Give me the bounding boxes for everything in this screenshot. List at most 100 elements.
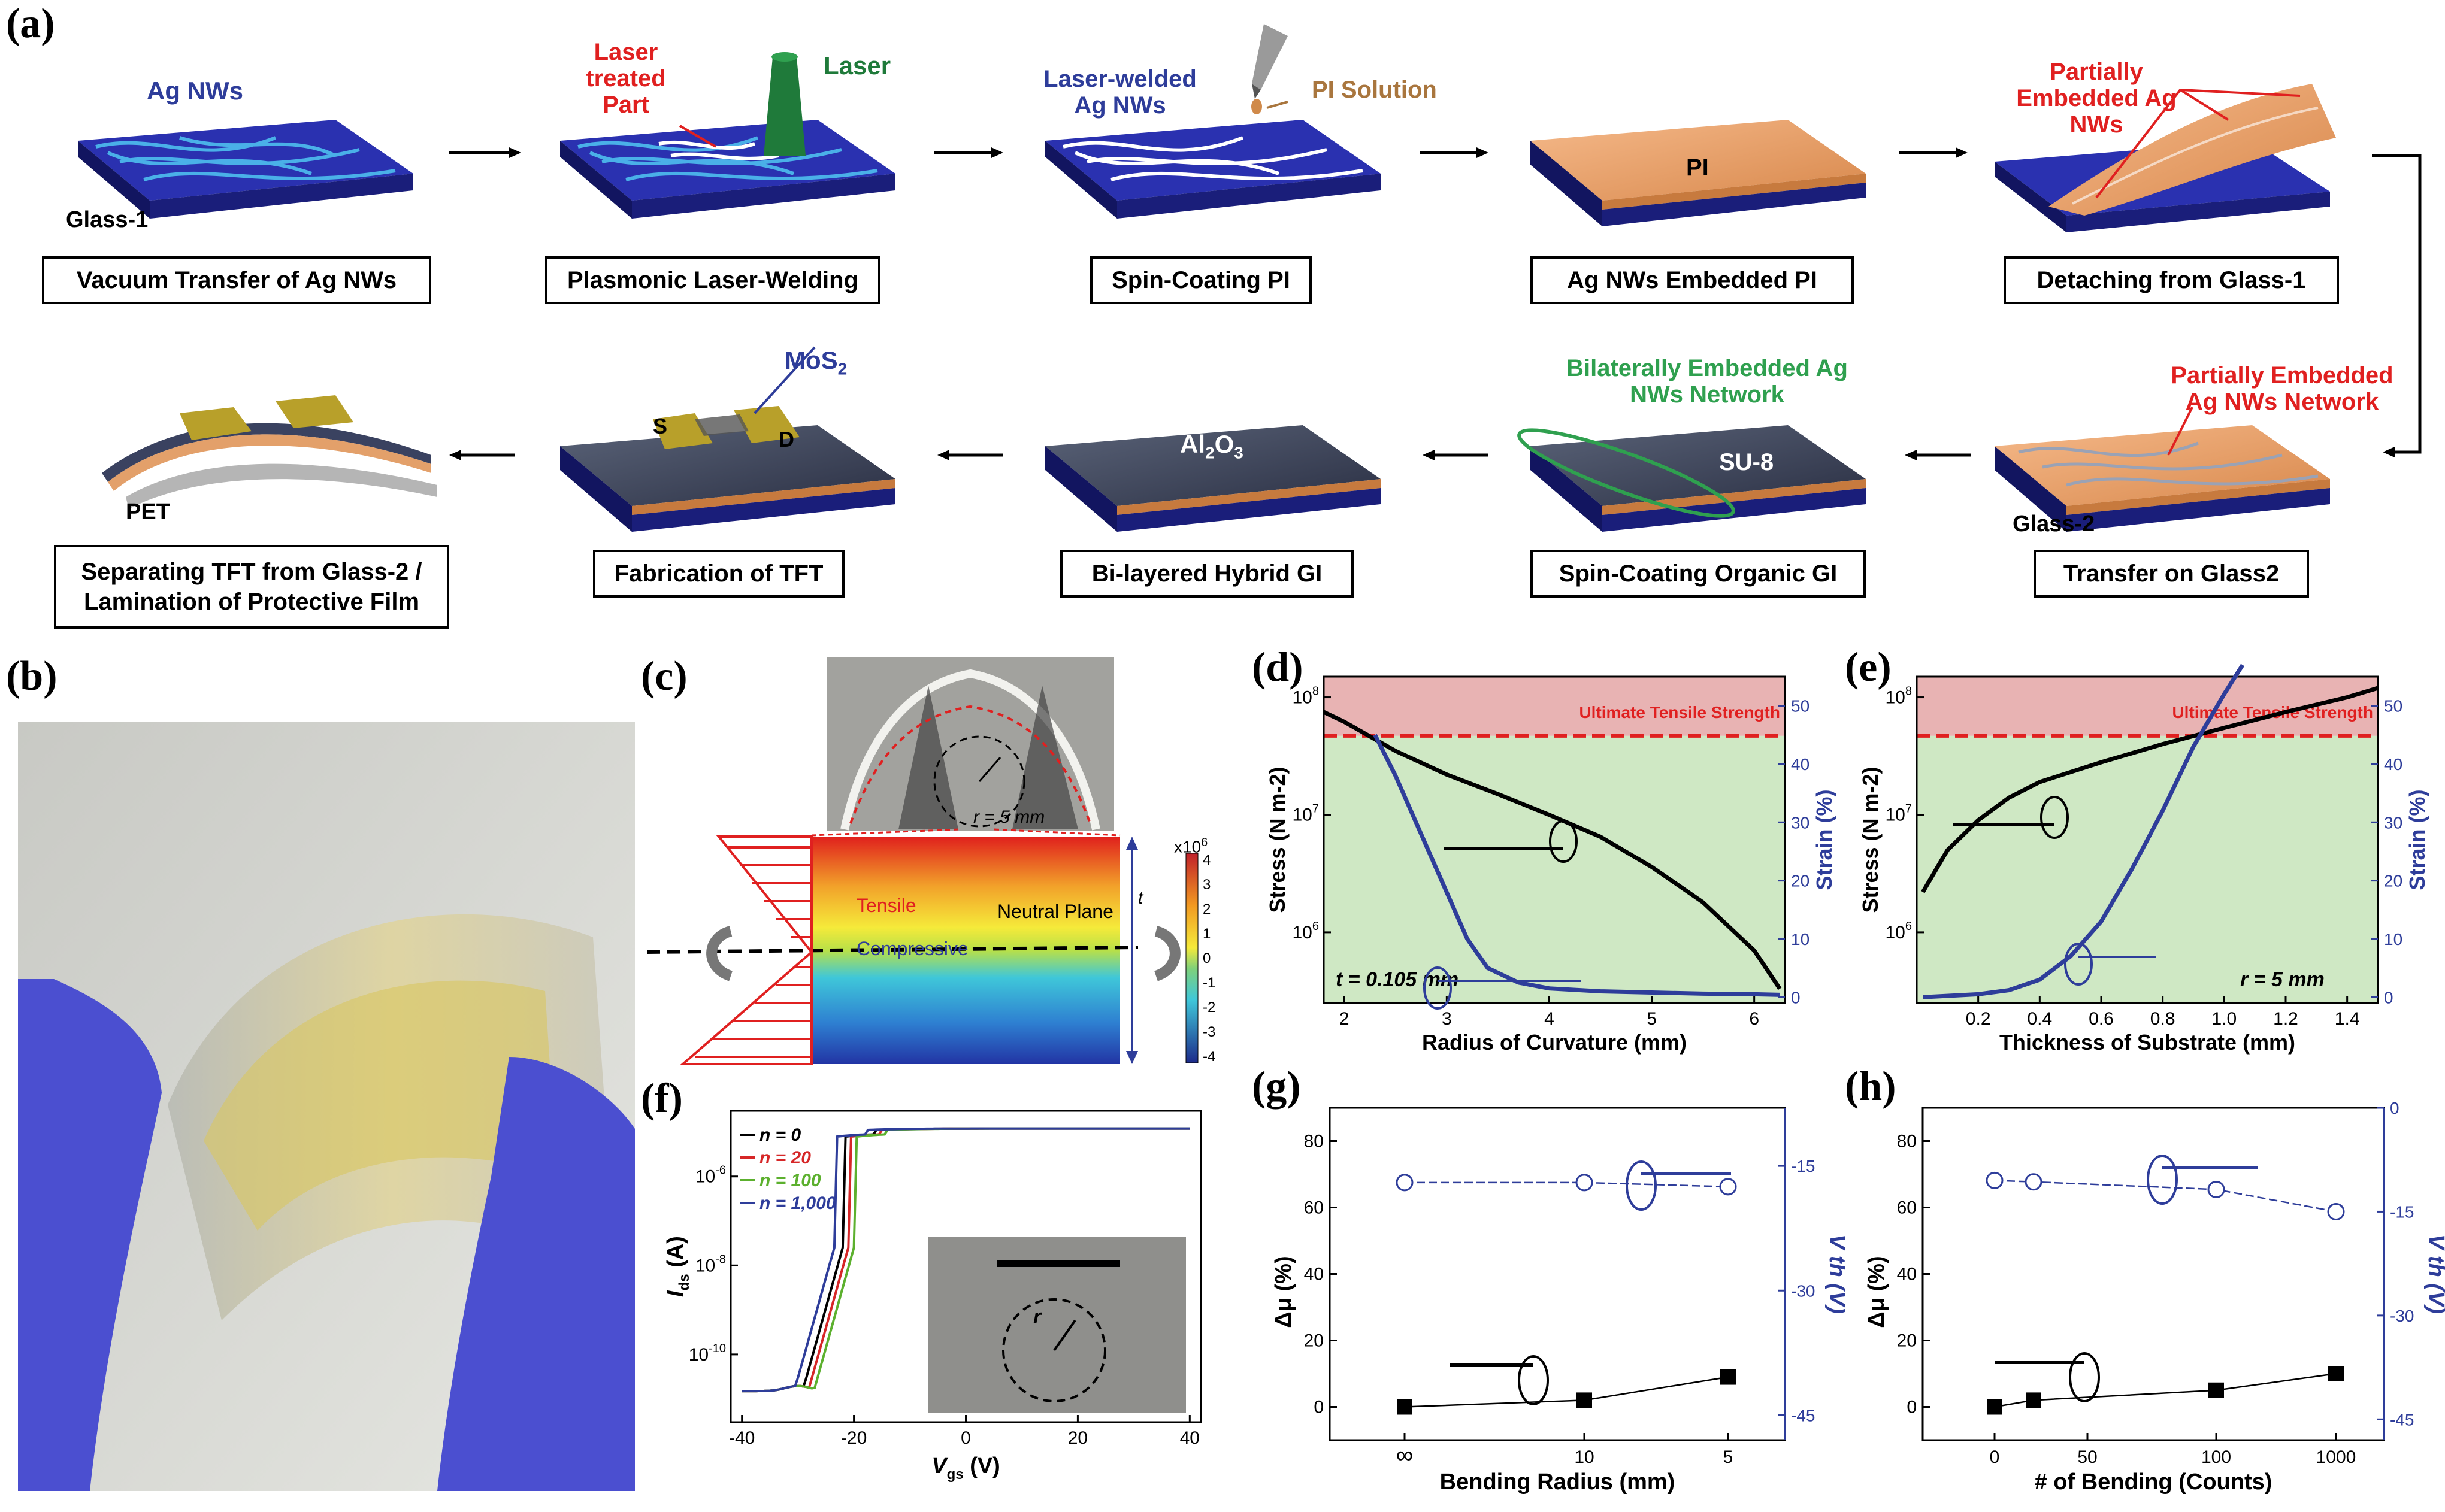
series-line bbox=[1405, 1181, 1729, 1188]
data-point-square bbox=[1720, 1369, 1736, 1385]
pi-label: PI bbox=[1686, 154, 1709, 181]
glass2-label: Glass-2 bbox=[2013, 511, 2095, 537]
laser-label: Laser bbox=[824, 51, 891, 80]
source-label: S bbox=[653, 414, 668, 438]
step-box-10: Separating TFT from Glass-2 / Lamination… bbox=[54, 545, 449, 629]
y-left-tick-label: 20 bbox=[1304, 1331, 1324, 1351]
y-right-tick-label: -30 bbox=[1791, 1281, 1815, 1300]
y-left-tick-label: 106 bbox=[1886, 920, 1913, 943]
series-line-strain bbox=[1373, 734, 1780, 997]
colorbar-tick: -1 bbox=[1203, 975, 1216, 991]
y-right-tick-label: -15 bbox=[2390, 1202, 2414, 1221]
substrate-step1 bbox=[78, 120, 413, 219]
pi-solution-label: PI Solution bbox=[1312, 77, 1437, 103]
step-box-7: Spin-Coating Organic GI bbox=[1530, 550, 1866, 598]
transfer-curve bbox=[742, 1127, 1190, 1393]
series-indicator-ellipse bbox=[1549, 820, 1578, 863]
x-tick-label: 0 bbox=[1990, 1447, 2000, 1467]
plot-frame bbox=[1323, 675, 1786, 1004]
data-point-circle bbox=[1719, 1178, 1737, 1196]
y-right-tick-label: 50 bbox=[1791, 697, 1809, 716]
panel-label-c: (c) bbox=[641, 653, 688, 699]
y-left-tick-label: 80 bbox=[1304, 1132, 1324, 1152]
colorbar-tick: 4 bbox=[1203, 852, 1211, 868]
x-tick-label: -20 bbox=[841, 1428, 867, 1448]
plot-frame bbox=[1921, 1107, 2385, 1441]
substrate-step3 bbox=[1045, 24, 1381, 219]
step-box-4: Ag NWs Embedded PI bbox=[1530, 256, 1854, 304]
y-left-axis-label: Stress (N m-2) bbox=[1265, 766, 1290, 913]
y-left-tick-label: 0 bbox=[1907, 1398, 1917, 1417]
x-tick-label: 50 bbox=[2077, 1447, 2097, 1467]
glass1-label: Glass-1 bbox=[66, 207, 149, 232]
y-left-tick-label: 60 bbox=[1304, 1198, 1324, 1218]
substrate-step9 bbox=[560, 406, 895, 532]
colorbar-tick: 0 bbox=[1203, 950, 1211, 966]
thickness-t-label: t bbox=[1138, 888, 1143, 908]
step-box-8: Bi-layered Hybrid GI bbox=[1060, 550, 1354, 598]
step-box-6: Transfer on Glass2 bbox=[2034, 550, 2309, 598]
drain-label: D bbox=[779, 427, 794, 452]
step-box-9: Fabrication of TFT bbox=[593, 550, 845, 598]
y-right-tick-label: 10 bbox=[1791, 930, 1809, 949]
legend-entry: n = 1,000 bbox=[759, 1193, 836, 1213]
series-indicator-ellipse bbox=[2069, 1352, 2100, 1402]
y-right-tick-label: 40 bbox=[2384, 755, 2402, 774]
y-right-tick-label: -45 bbox=[2390, 1410, 2414, 1429]
y-right-axis-label: V th (V) bbox=[1824, 1234, 1845, 1314]
y-right-axis-label: V th (V) bbox=[2423, 1234, 2445, 1314]
safe-region bbox=[1917, 735, 2378, 1003]
y-right-tick-label: -15 bbox=[1791, 1157, 1815, 1175]
y-left-axis-label: Δμ (%) bbox=[1271, 1256, 1296, 1328]
series-indicator-ellipse bbox=[1518, 1355, 1549, 1405]
series-line bbox=[1994, 1372, 2337, 1408]
process-arrows bbox=[449, 147, 2422, 460]
x-tick-label: 100 bbox=[2201, 1447, 2231, 1467]
step-box-5: Detaching from Glass-1 bbox=[2004, 256, 2339, 304]
mos2-label: MoS2 bbox=[785, 346, 848, 378]
y-left-tick-label: 20 bbox=[1897, 1331, 1917, 1351]
laser-welded-label: Laser-welded Ag NWs bbox=[1043, 66, 1197, 119]
y-right-tick-label: 30 bbox=[2384, 813, 2402, 832]
y-left-tick-label: 107 bbox=[1293, 802, 1320, 825]
colorbar-tick: -3 bbox=[1203, 1024, 1216, 1040]
data-point-square bbox=[2026, 1392, 2041, 1408]
colorbar-tick: -2 bbox=[1203, 999, 1216, 1016]
x-tick-label: 1.2 bbox=[2273, 1009, 2298, 1029]
y-left-tick-label: 107 bbox=[1886, 802, 1913, 825]
panel-c-illustration bbox=[647, 657, 1199, 1065]
colorbar-title: x106 bbox=[1174, 836, 1208, 856]
data-point-square bbox=[1987, 1399, 2002, 1415]
y-left-tick-label: 40 bbox=[1897, 1265, 1917, 1284]
uts-label: Ultimate Tensile Strength bbox=[1579, 703, 1780, 722]
uts-label: Ultimate Tensile Strength bbox=[2172, 703, 2373, 722]
plot-frame bbox=[1329, 1107, 1786, 1441]
series-indicator-ellipse bbox=[1626, 1160, 1657, 1211]
colorbar-tick: 3 bbox=[1203, 877, 1211, 893]
x-tick-label: 0.2 bbox=[1966, 1009, 1991, 1029]
substrate-step5 bbox=[1995, 84, 2336, 232]
x-axis-label: Vgs (V) bbox=[931, 1453, 1000, 1483]
x-tick-label: 20 bbox=[1068, 1428, 1088, 1448]
ag-nws-label: Ag NWs bbox=[147, 77, 243, 105]
data-point-circle bbox=[2025, 1173, 2042, 1191]
series-line bbox=[1994, 1180, 2337, 1213]
data-point-square bbox=[1576, 1392, 1592, 1408]
panel-label-g: (g) bbox=[1252, 1063, 1301, 1110]
x-tick-label: 5 bbox=[1723, 1447, 1733, 1467]
x-tick-label: ∞ bbox=[1396, 1442, 1414, 1468]
data-point-circle bbox=[2207, 1180, 2225, 1198]
pet-label: PET bbox=[126, 499, 170, 525]
series-indicator-ellipse bbox=[2064, 943, 2093, 986]
series-line-stress bbox=[1921, 686, 2379, 893]
su8-label: SU-8 bbox=[1719, 449, 1774, 475]
y-left-tick-label: 0 bbox=[1314, 1398, 1324, 1417]
x-tick-label: 0.8 bbox=[2150, 1009, 2175, 1029]
partially-embedded-network-label: Partially Embedded Ag NWs Network bbox=[2171, 362, 2393, 415]
y-left-axis-label: Δμ (%) bbox=[1864, 1256, 1889, 1328]
x-tick-label: 3 bbox=[1442, 1009, 1452, 1029]
x-axis-label: Bending Radius (mm) bbox=[1440, 1469, 1675, 1495]
panel-a-illustrations bbox=[78, 24, 2422, 532]
x-tick-label: -40 bbox=[729, 1428, 755, 1448]
